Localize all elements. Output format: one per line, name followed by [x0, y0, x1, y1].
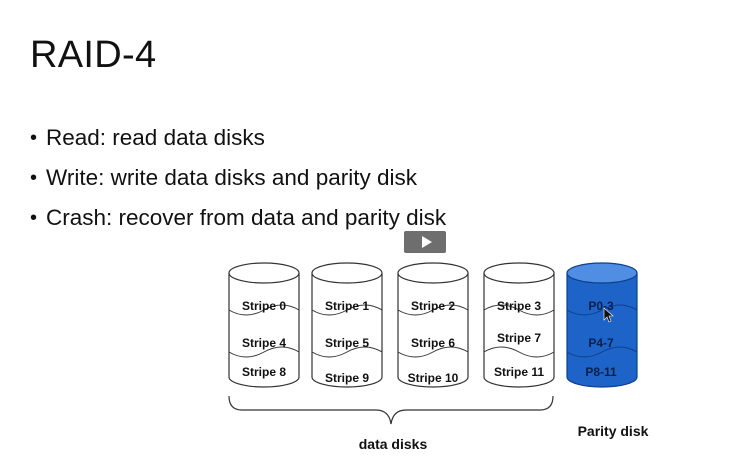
bullet-text: Crash: recover from data and parity disk [46, 205, 447, 230]
slide-title: RAID-4 [30, 34, 157, 76]
disk-top [483, 262, 555, 284]
stripe-label: Stripe 2 [411, 299, 455, 313]
disk-divider [483, 304, 555, 316]
bullet-item-write: • Write: write data disks and parity disk [30, 158, 446, 198]
bullet-item-read: • Read: read data disks [30, 118, 446, 158]
data-disk-3: Stripe 3 Stripe 7 Stripe 11 [483, 262, 555, 388]
disk-top [566, 262, 638, 284]
disk-body [483, 273, 555, 388]
disk-divider [397, 346, 469, 358]
disk-top [228, 262, 300, 284]
stripe-label: Stripe 1 [325, 299, 369, 313]
parity-disk-label: Parity disk [578, 423, 649, 439]
stripe-label: Stripe 6 [411, 336, 455, 350]
bullet-text: Read: read data disks [46, 125, 265, 150]
disk-top [397, 262, 469, 284]
disk-divider [228, 346, 300, 358]
parity-block-label: P0-3 [588, 299, 614, 313]
disk-top [311, 262, 383, 284]
bullet-dot-icon: • [30, 127, 38, 149]
bullet-list: • Read: read data disks • Write: write dat… [30, 118, 446, 238]
stripe-label: Stripe 9 [325, 371, 369, 385]
play-button[interactable] [404, 231, 446, 253]
disk-body [228, 273, 300, 388]
data-disks-label: data disks [359, 436, 428, 452]
disk-divider [483, 346, 555, 358]
data-disk-0: Stripe 0 Stripe 4 Stripe 8 [228, 262, 300, 388]
stripe-label: Stripe 8 [242, 365, 286, 379]
parity-block-label: P8-11 [585, 365, 617, 379]
data-disks-brace [228, 395, 554, 425]
bullet-dot-icon: • [30, 207, 38, 229]
stripe-label: Stripe 4 [242, 336, 286, 350]
stripe-label: Stripe 7 [497, 331, 541, 345]
play-icon [421, 236, 432, 248]
disk-divider [397, 304, 469, 316]
bullet-text: Write: write data disks and parity disk [46, 165, 417, 190]
stripe-label: Stripe 5 [325, 336, 369, 350]
parity-disk: P0-3 P4-7 P8-11 [566, 262, 638, 388]
disk-divider [228, 304, 300, 316]
data-disk-2: Stripe 2 Stripe 6 Stripe 10 [397, 262, 469, 388]
disk-divider [311, 304, 383, 316]
disk-divider [311, 346, 383, 358]
parity-block-label: P4-7 [588, 336, 614, 350]
mouse-cursor-icon [603, 307, 614, 323]
disk-body [397, 273, 469, 388]
disk-body [311, 273, 383, 388]
disk-divider [566, 346, 638, 358]
disk-divider [566, 304, 638, 316]
bullet-item-crash: • Crash: recover from data and parity dis… [30, 198, 446, 238]
stripe-label: Stripe 11 [494, 365, 544, 379]
stripe-label: Stripe 0 [242, 299, 286, 313]
stripe-label: Stripe 3 [497, 299, 541, 313]
disk-body [566, 273, 638, 388]
data-disk-1: Stripe 1 Stripe 5 Stripe 9 [311, 262, 383, 388]
stripe-label: Stripe 10 [408, 371, 459, 385]
bullet-dot-icon: • [30, 167, 38, 189]
